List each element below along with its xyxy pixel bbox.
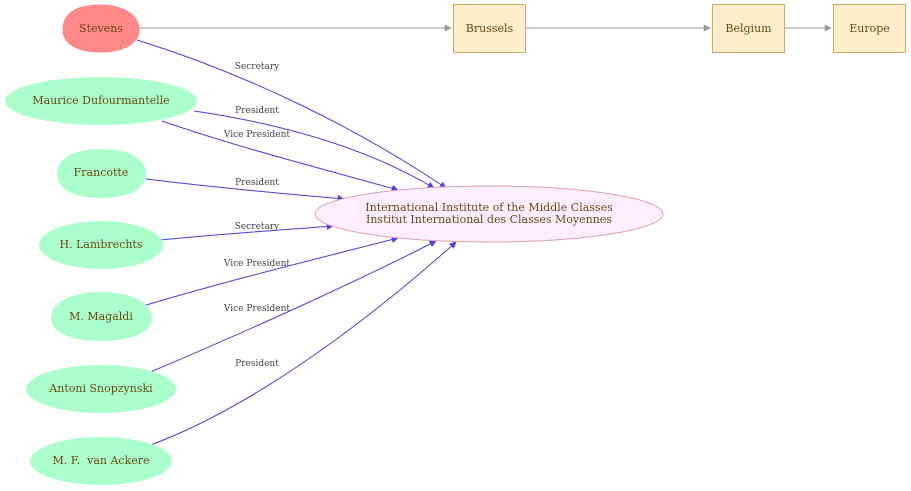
node-magaldi-label: M. Magaldi xyxy=(69,310,133,323)
node-europe[interactable]: Europe xyxy=(833,4,906,53)
edge-label-dufourmantelle-vice-president: Vice President xyxy=(223,130,291,140)
edge-label-van-ackere: President xyxy=(235,359,279,369)
node-institute-label-fr: Institut International des Classes Moyen… xyxy=(366,213,612,226)
node-m-magaldi[interactable]: M. Magaldi xyxy=(51,292,152,341)
node-dufourmantelle-label: Maurice Dufourmantelle xyxy=(32,94,169,107)
node-brussels[interactable]: Brussels xyxy=(453,4,526,53)
edge-dufourmantelle-institute-vice-president xyxy=(161,120,399,192)
edge-francotte-institute xyxy=(145,178,345,202)
node-lambrechts-label: H. Lambrechts xyxy=(60,238,143,251)
node-snopzynski-label: Antoni Snopzynski xyxy=(48,382,153,395)
edge-stevens-institute xyxy=(136,39,447,189)
node-h-lambrechts[interactable]: H. Lambrechts xyxy=(39,221,163,269)
node-belgium-label: Belgium xyxy=(725,22,772,35)
edge-lambrechts-institute xyxy=(159,222,334,241)
node-stevens-label: Stevens xyxy=(79,22,123,35)
node-stevens[interactable]: Stevens xyxy=(62,4,140,53)
node-institute[interactable]: International Institute of the Middle Cl… xyxy=(314,185,664,243)
edge-van-ackere-institute xyxy=(147,241,457,447)
edge-label-lambrechts: Secretary xyxy=(235,222,280,232)
edge-snopzynski-institute xyxy=(147,240,437,374)
node-institute-label-en: International Institute of the Middle Cl… xyxy=(365,201,613,214)
node-belgium[interactable]: Belgium xyxy=(712,4,785,53)
node-maurice-dufourmantelle[interactable]: Maurice Dufourmantelle xyxy=(5,77,197,125)
node-van-ackere-label: M. F. van Ackere xyxy=(52,454,149,467)
node-europe-label: Europe xyxy=(849,22,890,35)
edge-magaldi-institute xyxy=(142,236,399,307)
edge-label-dufourmantelle-president: President xyxy=(235,106,279,116)
edge-label-francotte: President xyxy=(235,178,279,188)
node-antoni-snopzynski[interactable]: Antoni Snopzynski xyxy=(26,365,176,413)
node-brussels-label: Brussels xyxy=(466,22,514,35)
node-m-f-van-ackere[interactable]: M. F. van Ackere xyxy=(30,437,172,485)
edge-label-magaldi: Vice President xyxy=(223,259,291,269)
node-francotte[interactable]: Francotte xyxy=(57,149,146,198)
node-francotte-label: Francotte xyxy=(74,166,129,179)
edge-label-stevens: Secretary xyxy=(235,62,280,72)
edge-label-snopzynski: Vice President xyxy=(223,304,291,314)
edge-dufourmantelle-institute-president xyxy=(193,110,435,189)
